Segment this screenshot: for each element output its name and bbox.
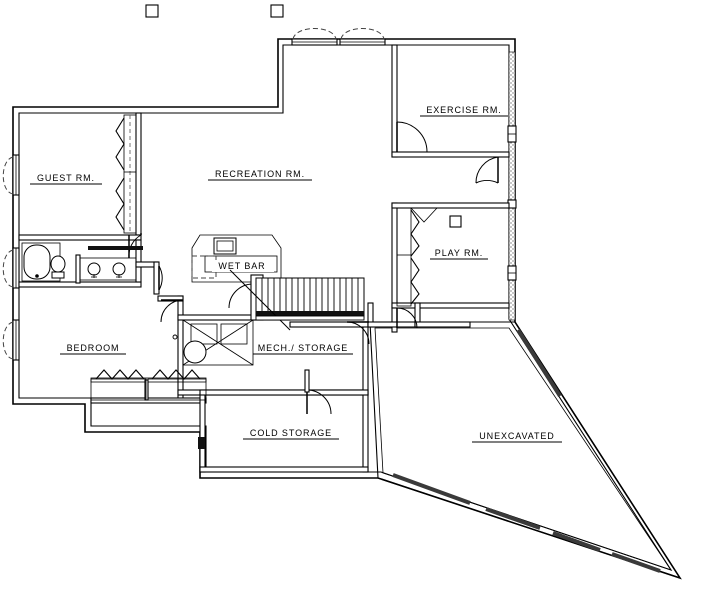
label-mech-storage: MECH./ STORAGE xyxy=(253,343,353,355)
svg-text:COLD STORAGE: COLD STORAGE xyxy=(250,428,332,438)
mechanical-equipment xyxy=(172,319,254,366)
wall-hall-play-s xyxy=(367,321,419,328)
post-play-rm xyxy=(449,215,462,228)
marker-square-right xyxy=(270,4,284,18)
doors xyxy=(88,121,499,415)
svg-text:PLAY RM.: PLAY RM. xyxy=(435,248,483,258)
closet-divider-bedroom xyxy=(144,379,149,401)
wall-mech-east xyxy=(362,321,369,396)
stair-nosing xyxy=(256,311,364,316)
label-cold-storage: COLD STORAGE xyxy=(243,428,339,440)
label-bedroom: BEDROOM xyxy=(60,343,126,355)
label-unexcavated: UNEXCAVATED xyxy=(472,431,562,443)
sink-icon-right xyxy=(112,262,126,276)
label-guest-rm: GUEST RM. xyxy=(30,173,102,185)
toilet-bowl-icon xyxy=(50,255,66,273)
wall-exercise-south xyxy=(391,151,510,158)
door-bath xyxy=(88,246,143,250)
bar-sink-icon xyxy=(213,237,237,255)
staircase xyxy=(229,269,365,331)
wall-play-west xyxy=(391,202,398,309)
closet-play xyxy=(396,207,412,307)
vanity-counter xyxy=(79,257,137,281)
cold-storage-jamb xyxy=(198,437,205,449)
closet-bedroom-right xyxy=(147,378,207,401)
top-markers xyxy=(145,4,284,18)
label-play-rm: PLAY RM. xyxy=(430,248,488,260)
label-recreation-rm: RECREATION RM. xyxy=(208,169,312,181)
top-wall-windows xyxy=(291,28,386,46)
wet-bar xyxy=(191,234,282,283)
svg-text:WET BAR: WET BAR xyxy=(218,261,265,271)
svg-text:EXERCISE RM.: EXERCISE RM. xyxy=(426,105,501,115)
wall-hall-play-s2 xyxy=(414,321,471,328)
door-bedroom xyxy=(158,265,163,291)
wall-bedroom-north xyxy=(157,295,184,302)
wall-cold-north xyxy=(199,389,369,396)
closet-bedroom-left xyxy=(90,378,147,401)
wall-vanity-divider xyxy=(75,254,81,284)
wall-cold-east xyxy=(362,393,369,473)
wall-guest-rec xyxy=(135,112,142,236)
marker-square-left xyxy=(145,4,159,18)
mech-platform xyxy=(182,319,254,366)
wall-bedroom-east xyxy=(177,295,184,401)
toilet-tank-icon xyxy=(51,271,65,279)
door-play-hall-lower xyxy=(396,307,418,329)
svg-text:UNEXCAVATED: UNEXCAVATED xyxy=(479,431,554,441)
right-wall-windows xyxy=(507,125,517,281)
wall-play-south xyxy=(391,302,510,309)
label-wet-bar: WET BAR xyxy=(218,261,265,271)
bath-fixtures xyxy=(21,242,137,282)
svg-text:BEDROOM: BEDROOM xyxy=(67,343,120,353)
floor-drain-icon xyxy=(172,334,178,340)
door-cold-storage xyxy=(304,369,332,415)
wall-guest-south xyxy=(18,234,142,241)
door-play-hall-upper xyxy=(475,156,499,184)
furnace-icon xyxy=(190,323,218,345)
door-exercise-rm xyxy=(396,121,428,153)
sink-icon-left xyxy=(87,262,101,276)
room-labels: GUEST RM. RECREATION RM. EXERCISE RM. PL… xyxy=(30,105,562,443)
bathtub-icon xyxy=(23,244,51,280)
left-wall-windows xyxy=(2,154,20,361)
wall-cold-west xyxy=(199,393,206,473)
stair-treads xyxy=(261,278,359,316)
bathtub-drain-icon xyxy=(35,274,39,278)
water-heater-icon xyxy=(183,340,207,364)
svg-text:GUEST RM.: GUEST RM. xyxy=(37,173,95,183)
label-exercise-rm: EXERCISE RM. xyxy=(420,105,508,117)
svg-text:RECREATION RM.: RECREATION RM. xyxy=(215,169,305,179)
wall-play-north xyxy=(391,202,510,209)
closets xyxy=(90,114,438,401)
unexcavated-area xyxy=(369,321,682,580)
wall-cold-south xyxy=(199,466,369,473)
door-stair-base xyxy=(346,321,370,345)
door-hall-lower xyxy=(160,299,184,323)
right-foundation-wall xyxy=(507,51,517,321)
air-handler-icon xyxy=(220,323,248,345)
svg-text:MECH./ STORAGE: MECH./ STORAGE xyxy=(258,343,348,353)
